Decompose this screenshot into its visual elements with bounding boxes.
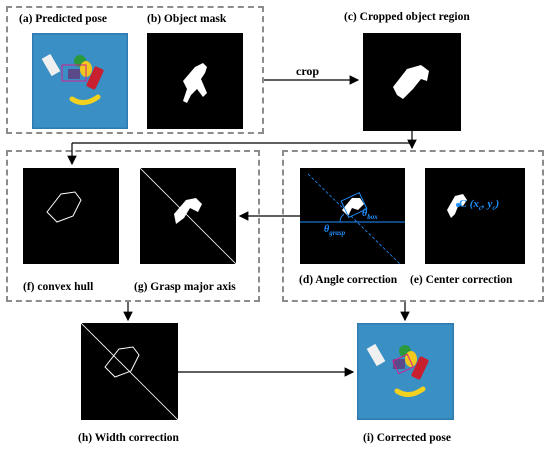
label-angle-correction: (d) Angle correction (299, 274, 398, 286)
label-width-correction: (h) Width correction (78, 432, 179, 444)
theta-box-label: θbox (362, 208, 378, 221)
theta-grasp-label: θgrasp (324, 224, 346, 237)
label-crop: crop (296, 64, 320, 78)
angle-correction-image: θbox θgrasp (300, 168, 405, 265)
corrected-pose-image (355, 321, 456, 422)
object-mask-image (147, 33, 243, 129)
label-grasp-major-axis: (g) Grasp major axis (134, 281, 236, 293)
convex-hull-outline (46, 191, 82, 223)
angle-correction-drawing (300, 173, 405, 265)
cropped-object-shape (393, 65, 429, 99)
label-cropped-object-region: (c) Cropped object region (344, 11, 470, 23)
label-corrected-pose: (i) Corrected pose (363, 432, 451, 444)
center-correction-image: C (xc, yc) (425, 168, 525, 264)
grasp-major-axis-image (139, 167, 237, 265)
center-coordinates-label: C (xc, yc) (459, 198, 500, 213)
center-correction-drawing (447, 194, 467, 218)
width-correction-image (80, 322, 179, 421)
label-predicted-pose: (a) Predicted pose (19, 13, 107, 25)
width-correction-drawing (80, 322, 179, 421)
label-convex-hull: (f) convex hull (23, 281, 94, 293)
label-center-correction: (e) Center correction (410, 274, 513, 286)
top-group-box (6, 6, 264, 134)
label-object-mask: (b) Object mask (147, 13, 227, 25)
corrected-pose-scene (355, 321, 456, 422)
convex-hull-image (23, 168, 119, 264)
predicted-pose-image (30, 31, 130, 131)
cropped-object-region-image (363, 33, 461, 131)
predicted-pose-scene (30, 31, 130, 131)
grasp-major-axis-drawing (139, 167, 237, 265)
right-group-box (282, 150, 544, 302)
left-group-box (6, 150, 260, 302)
object-mask-shape (183, 63, 207, 103)
